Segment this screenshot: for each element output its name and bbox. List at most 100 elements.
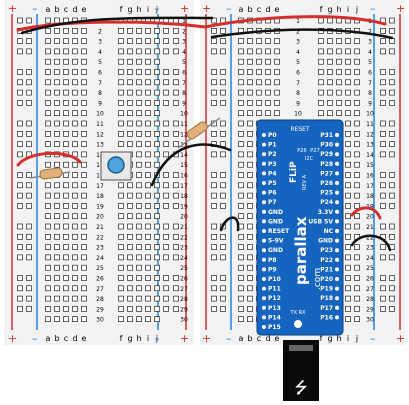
hole — [72, 89, 78, 96]
rail-hole — [173, 79, 179, 86]
rail-hole — [211, 38, 217, 44]
hole — [136, 120, 142, 127]
hole — [354, 254, 360, 261]
rail-hole — [163, 100, 169, 106]
hole — [247, 244, 253, 250]
hole — [345, 244, 351, 250]
flip-pin-dot — [262, 325, 266, 329]
flip-pin-label: P12 — [268, 295, 281, 302]
hole — [45, 38, 51, 44]
rail-hole — [173, 306, 179, 312]
row-number: 5 — [182, 59, 186, 66]
hole — [72, 182, 78, 189]
row-number: 22 — [366, 234, 374, 241]
hole — [72, 234, 78, 240]
hole — [54, 89, 60, 96]
hole — [154, 161, 160, 168]
hole — [118, 254, 124, 261]
hole — [136, 131, 142, 137]
hole — [256, 58, 262, 65]
row-number: 23 — [366, 245, 374, 252]
flip-pin-label: P4 — [268, 170, 277, 177]
hole — [63, 223, 69, 230]
rail-hole — [163, 27, 169, 34]
flip-brand: parallax — [292, 216, 310, 285]
rail-hole — [173, 295, 179, 302]
flip-pin-label: P29 — [320, 151, 333, 158]
hole — [45, 89, 51, 96]
hole — [118, 48, 124, 55]
rail-hole — [163, 120, 169, 127]
rail-hole — [389, 295, 395, 302]
plus-label-r-br: + — [396, 332, 405, 345]
pushbutton-cap[interactable] — [107, 156, 125, 174]
hole — [127, 48, 133, 55]
hole — [72, 110, 78, 116]
hole — [118, 264, 124, 271]
flip-pin-label: P1 — [268, 142, 277, 149]
hole — [63, 27, 69, 34]
row-number: 8 — [98, 90, 102, 97]
row-number: 13 — [96, 142, 104, 149]
breadboard-left-holes — [17, 17, 179, 323]
hole — [54, 275, 60, 281]
rail-hole — [173, 27, 179, 34]
hole — [256, 110, 262, 116]
column-letter: c — [64, 334, 68, 343]
hole — [127, 285, 133, 292]
hole — [247, 306, 253, 312]
hole — [72, 100, 78, 106]
hole — [81, 244, 87, 250]
hole — [336, 58, 342, 65]
hole — [265, 58, 271, 65]
column-letter: i — [147, 5, 149, 14]
flip-pin-label: P27 — [320, 170, 333, 177]
rail-hole — [389, 306, 395, 312]
hole — [327, 110, 333, 116]
wire-black-diagonal — [150, 143, 232, 187]
row-number: 18 — [366, 193, 374, 200]
hole — [247, 172, 253, 178]
rail-hole — [380, 223, 386, 230]
row-number: 4 — [296, 49, 300, 56]
row-number: 27 — [180, 286, 188, 293]
hole — [154, 295, 160, 302]
pushbutton[interactable] — [100, 151, 132, 181]
rail-hole — [380, 27, 386, 34]
flip-pin-dot — [335, 296, 339, 301]
hole — [336, 100, 342, 106]
hole — [136, 285, 142, 292]
rail-hole — [380, 131, 386, 137]
column-letter: i — [347, 334, 349, 343]
column-letter: h — [336, 5, 341, 14]
hole — [145, 172, 151, 178]
hole — [345, 120, 351, 127]
hole — [63, 161, 69, 168]
hole — [54, 110, 60, 116]
hole — [345, 275, 351, 281]
hole — [118, 213, 124, 219]
rail-hole — [220, 234, 226, 240]
hole — [345, 131, 351, 137]
hole — [45, 295, 51, 302]
hole — [54, 141, 60, 147]
hole — [136, 223, 142, 230]
hole — [45, 203, 51, 209]
rail-hole — [163, 48, 169, 55]
hole — [72, 58, 78, 65]
hole — [54, 100, 60, 106]
rail-hole — [220, 69, 226, 75]
hole — [238, 69, 244, 75]
wire-red-right — [350, 206, 382, 220]
hole — [274, 89, 280, 96]
hole — [256, 79, 262, 86]
hole — [54, 27, 60, 34]
flip-pin-label: P5 — [268, 180, 277, 187]
rail-hole — [380, 69, 386, 75]
hole — [154, 131, 160, 137]
flip-pin-dot — [335, 286, 339, 291]
row-number: 13 — [366, 142, 374, 149]
hole — [247, 79, 253, 86]
rail-hole — [220, 38, 226, 44]
hole — [136, 172, 142, 178]
